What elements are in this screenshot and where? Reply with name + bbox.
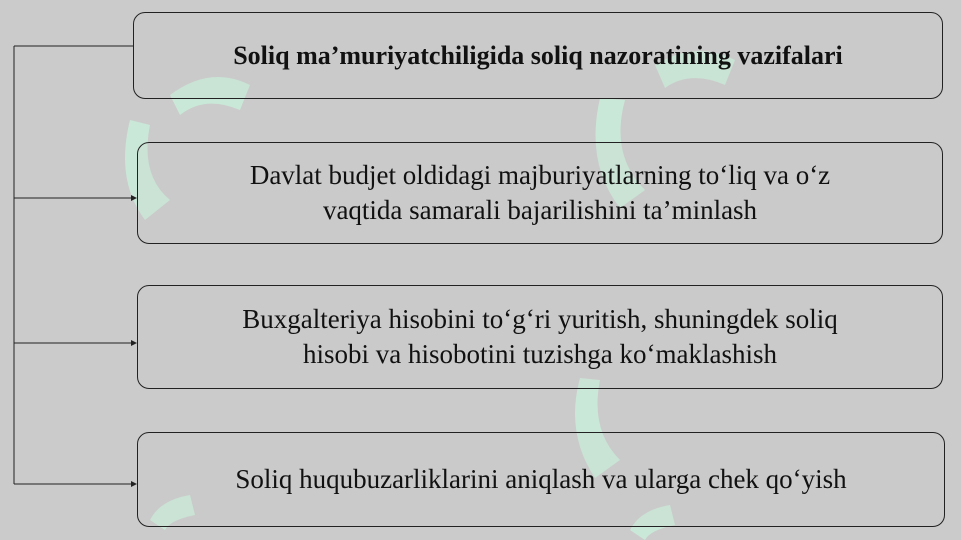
task-2-line-2: hisobi va hisobotini tuzishga ko‘maklash… — [303, 339, 777, 369]
task-1-line-1: Davlat budjet oldidagi majburiyatlarning… — [249, 160, 831, 190]
arrow-head-2 — [131, 340, 137, 346]
task-box-3: Soliq huqubuzarliklarini aniqlash va ula… — [137, 432, 945, 527]
task-box-1: Davlat budjet oldidagi majburiyatlarning… — [137, 142, 943, 244]
diagram-title-box: Soliq ma’muriyatchiligida soliq nazorati… — [133, 12, 943, 99]
diagram-title: Soliq ma’muriyatchiligida soliq nazorati… — [233, 41, 843, 70]
arrow-head-1 — [131, 195, 137, 201]
task-2-line-1: Buxgalteriya hisobini to‘g‘ri yuritish, … — [242, 304, 838, 334]
task-box-2: Buxgalteriya hisobini to‘g‘ri yuritish, … — [137, 285, 943, 389]
task-1-line-2: vaqtida samarali bajarilishini ta’minlas… — [322, 195, 758, 225]
arrow-head-3 — [131, 481, 137, 487]
task-3-line-1: Soliq huqubuzarliklarini aniqlash va ula… — [235, 464, 847, 494]
